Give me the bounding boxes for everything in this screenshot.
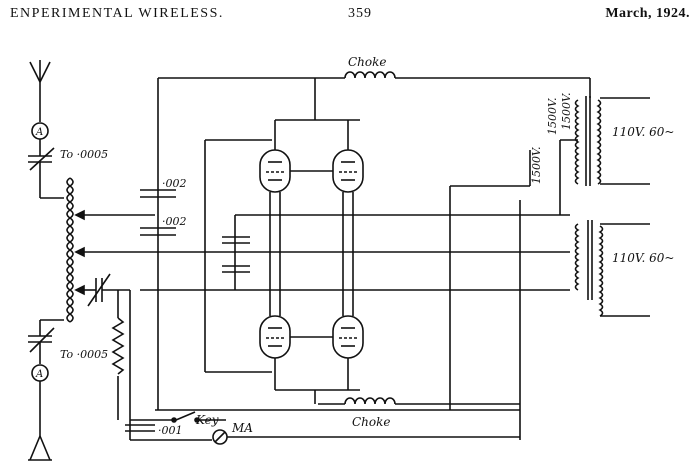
plate-volts-label-1: 1500V.: [546, 97, 559, 135]
capacitor-002-b: ·002: [140, 215, 187, 236]
cap-top-label: To ·0005: [60, 148, 108, 161]
coil-tap-arrows: [74, 209, 210, 296]
mains-label-1: 110V. 60~: [612, 125, 674, 139]
choke-top: Choke: [158, 55, 590, 79]
journal-title: ENPERIMENTAL WIRELESS.: [10, 6, 224, 21]
ground-symbol: [28, 435, 52, 461]
choke-bottom: Choke: [318, 397, 520, 429]
plate-volts-label-3: 1500V.: [530, 146, 543, 184]
mains-label-2: 110V. 60~: [612, 251, 674, 265]
grid-variable-capacitor: [87, 273, 130, 307]
capacitor-002-a: ·002: [140, 177, 187, 198]
vacuum-tube-1: [259, 120, 291, 316]
vacuum-tube-2: [332, 120, 364, 316]
antenna-symbol: [29, 60, 51, 122]
milliammeter: MA: [130, 421, 520, 445]
cap-002-b-label: ·002: [162, 215, 187, 228]
antenna-tuning-coil: [66, 177, 74, 323]
filament-transformer: 110V. 60~: [574, 220, 674, 317]
variable-capacitor-bottom: To ·0005: [28, 327, 108, 361]
cap-002-a-label: ·002: [162, 177, 187, 190]
choke-top-label: Choke: [348, 55, 387, 69]
cap-bottom-label: To ·0005: [60, 348, 108, 361]
vacuum-tube-3: [259, 315, 291, 390]
plate-transformer: 1500V. 1500V. 1500V. 110V. 60~: [530, 92, 674, 215]
cap-001-label: ·001: [158, 424, 183, 437]
key-label: Key: [195, 413, 219, 427]
choke-bottom-label: Choke: [352, 415, 391, 429]
page-number: 359: [348, 6, 372, 21]
grid-leak-resistor: [111, 290, 125, 420]
ammeter-top: A: [31, 122, 49, 140]
bus-lines: [129, 78, 570, 440]
ammeter-bottom-label: A: [35, 369, 43, 380]
issue-date: March, 1924.: [605, 6, 690, 21]
plate-volts-label-2: 1500V.: [560, 92, 573, 130]
ammeter-top-label: A: [35, 127, 43, 138]
page-header: ENPERIMENTAL WIRELESS. 359 March, 1924.: [0, 6, 700, 28]
ammeter-bottom: A: [31, 364, 49, 382]
telegraph-key: Key: [130, 411, 226, 427]
capacitor-001: ·001: [125, 424, 183, 437]
ma-label: MA: [231, 421, 253, 435]
vacuum-tube-4: [332, 315, 364, 390]
